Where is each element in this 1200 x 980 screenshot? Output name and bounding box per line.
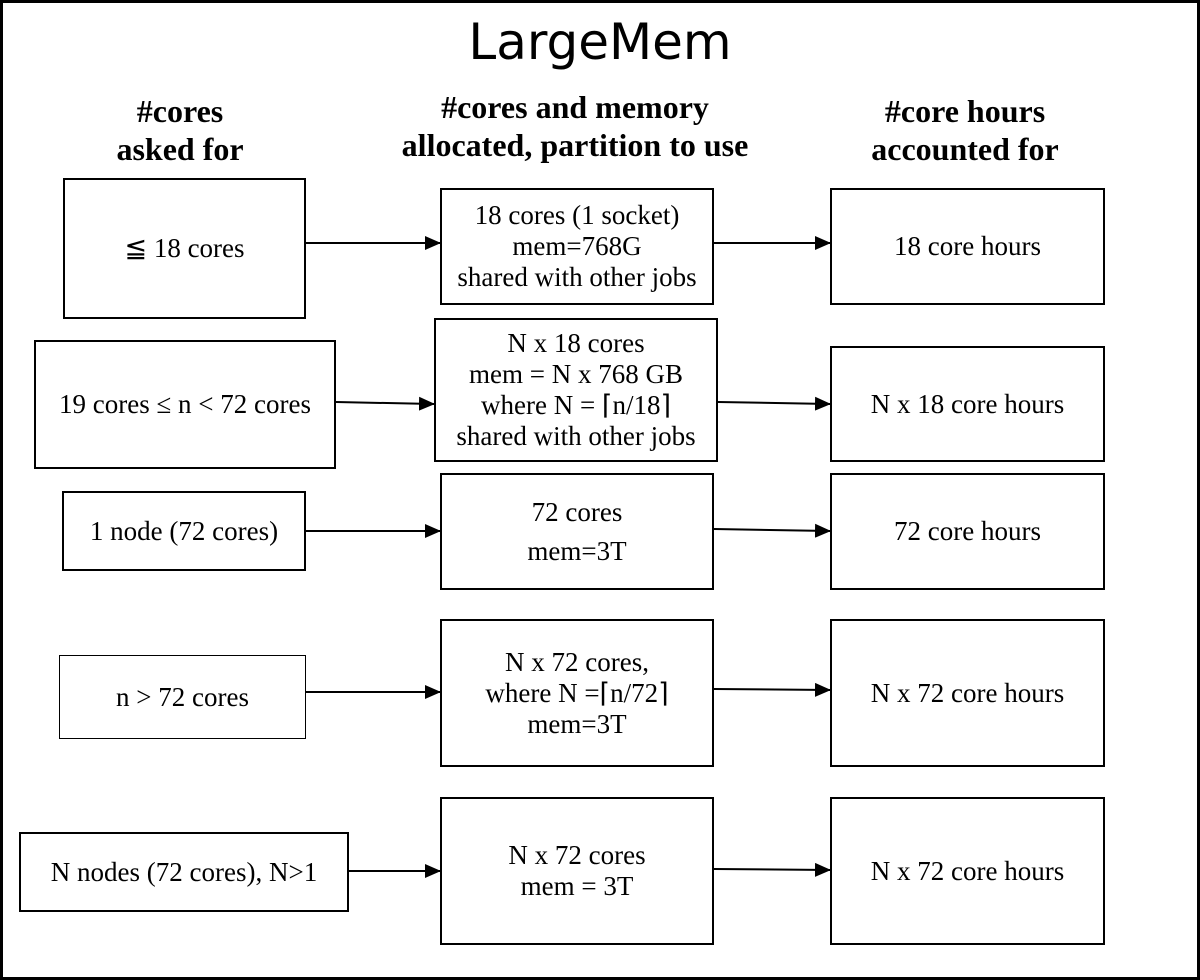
header-line: accounted for [871,131,1059,167]
box-text-line: N x 18 core hours [870,388,1065,419]
arrow-allocation-to-accounting [713,523,831,538]
header-line: #cores [136,93,224,129]
box-text-line: ≦ 18 cores [124,233,245,263]
box-text-line: 18 cores (1 socket) [474,200,680,230]
box-text-line: mem=3T [527,708,627,739]
arrow-allocation-to-accounting [713,682,831,697]
box-text-line: 18 core hours [894,231,1041,261]
allocation-box: N x 18 cores mem = N x 768 GB where N = … [434,318,718,462]
box-text-line: mem = 3T [520,871,634,901]
allocation-box: N x 72 cores mem = 3T [440,797,714,945]
box-text-line: 1 node (72 cores) [89,515,279,546]
header-line: #cores and memory [441,89,709,125]
box-text-line: 19 cores ≤ n < 72 cores [59,389,311,419]
request-box: N nodes (72 cores), N>1 [19,832,349,912]
header-cores-requested: #cores asked for [60,92,300,168]
accounting-box: N x 72 core hours [830,797,1105,945]
box-text-line: mem=768G [512,231,642,261]
box-text-line: shared with other jobs [456,421,696,451]
accounting-box: 18 core hours [830,188,1105,305]
header-line: asked for [116,131,244,167]
box-text-line: shared with other jobs [457,262,697,292]
request-box: n > 72 cores [59,655,306,739]
header-cores-allocated: #cores and memory allocated, partition t… [370,88,780,164]
box-text-line: N x 72 core hours [870,855,1065,886]
request-box: ≦ 18 cores [63,178,306,319]
allocation-box: 72 cores mem=3T [440,473,714,590]
box-text-line: N nodes (72 cores), N>1 [50,856,318,887]
allocation-box: N x 72 cores, where N =⌈n/72⌉ mem=3T [440,619,714,767]
box-text-line: mem=3T [527,535,627,566]
request-box: 19 cores ≤ n < 72 cores [34,340,336,469]
box-text-line: N x 72 core hours [870,677,1065,708]
header-line: allocated, partition to use [401,127,749,163]
header-core-hours: #core hours accounted for [840,92,1090,168]
arrow-request-to-allocation [335,396,435,411]
arrow-allocation-to-accounting [717,396,831,411]
box-text-line: where N = ⌈n/18⌉ [480,390,671,420]
box-text-line: N x 72 cores [508,840,646,870]
box-text-line: 72 cores [531,496,623,527]
box-text-line: N x 72 cores, [505,646,649,677]
box-text-line: N x 18 cores [507,328,645,358]
arrow-allocation-to-accounting [713,862,831,877]
box-text-line: where N =⌈n/72⌉ [485,677,669,708]
box-text-line: mem = N x 768 GB [469,359,683,389]
diagram-title: LargeMem [468,13,732,71]
request-box: 1 node (72 cores) [62,491,306,571]
header-line: #core hours [884,93,1046,129]
accounting-box: N x 18 core hours [830,346,1105,462]
allocation-box: 18 cores (1 socket) mem=768G shared with… [440,188,714,305]
box-text-line: n > 72 cores [116,681,249,712]
accounting-box: N x 72 core hours [830,619,1105,767]
accounting-box: 72 core hours [830,473,1105,590]
box-text-line: 72 core hours [894,516,1041,546]
